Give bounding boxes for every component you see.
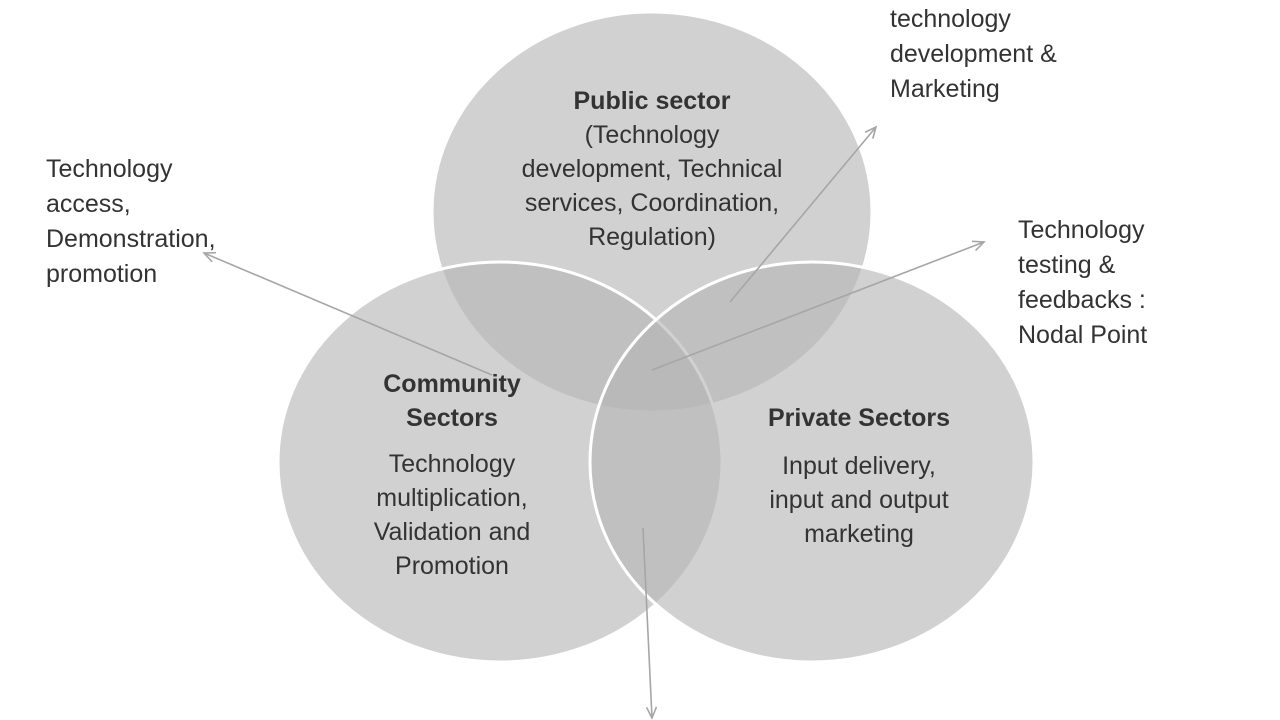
community-sector-description: Technology multiplication, Validation an… [373, 450, 531, 580]
arrow-down-from-community-private [642, 527, 658, 720]
private-sector-description: Input delivery, input and output marketi… [769, 452, 949, 548]
community-sector-title: Community Sectors [383, 370, 521, 432]
arrow-to-public-community-note [202, 251, 493, 376]
public-community-note: Technology access, Demonstration, promot… [46, 155, 216, 288]
arrow-to-public-private-note [729, 125, 878, 303]
arrow-to-center-note [651, 240, 986, 371]
private-sector-title: Private Sectors [767, 404, 951, 432]
public-sector-title: Public sector [573, 87, 731, 115]
private-sector-circle [588, 260, 1036, 664]
public-sector-description: (Technology development, Technical servi… [521, 121, 783, 251]
public-private-note: technology development & Marketing [890, 5, 1057, 103]
center-nodal-note: Technology testing & feedbacks : Nodal P… [1018, 216, 1148, 349]
